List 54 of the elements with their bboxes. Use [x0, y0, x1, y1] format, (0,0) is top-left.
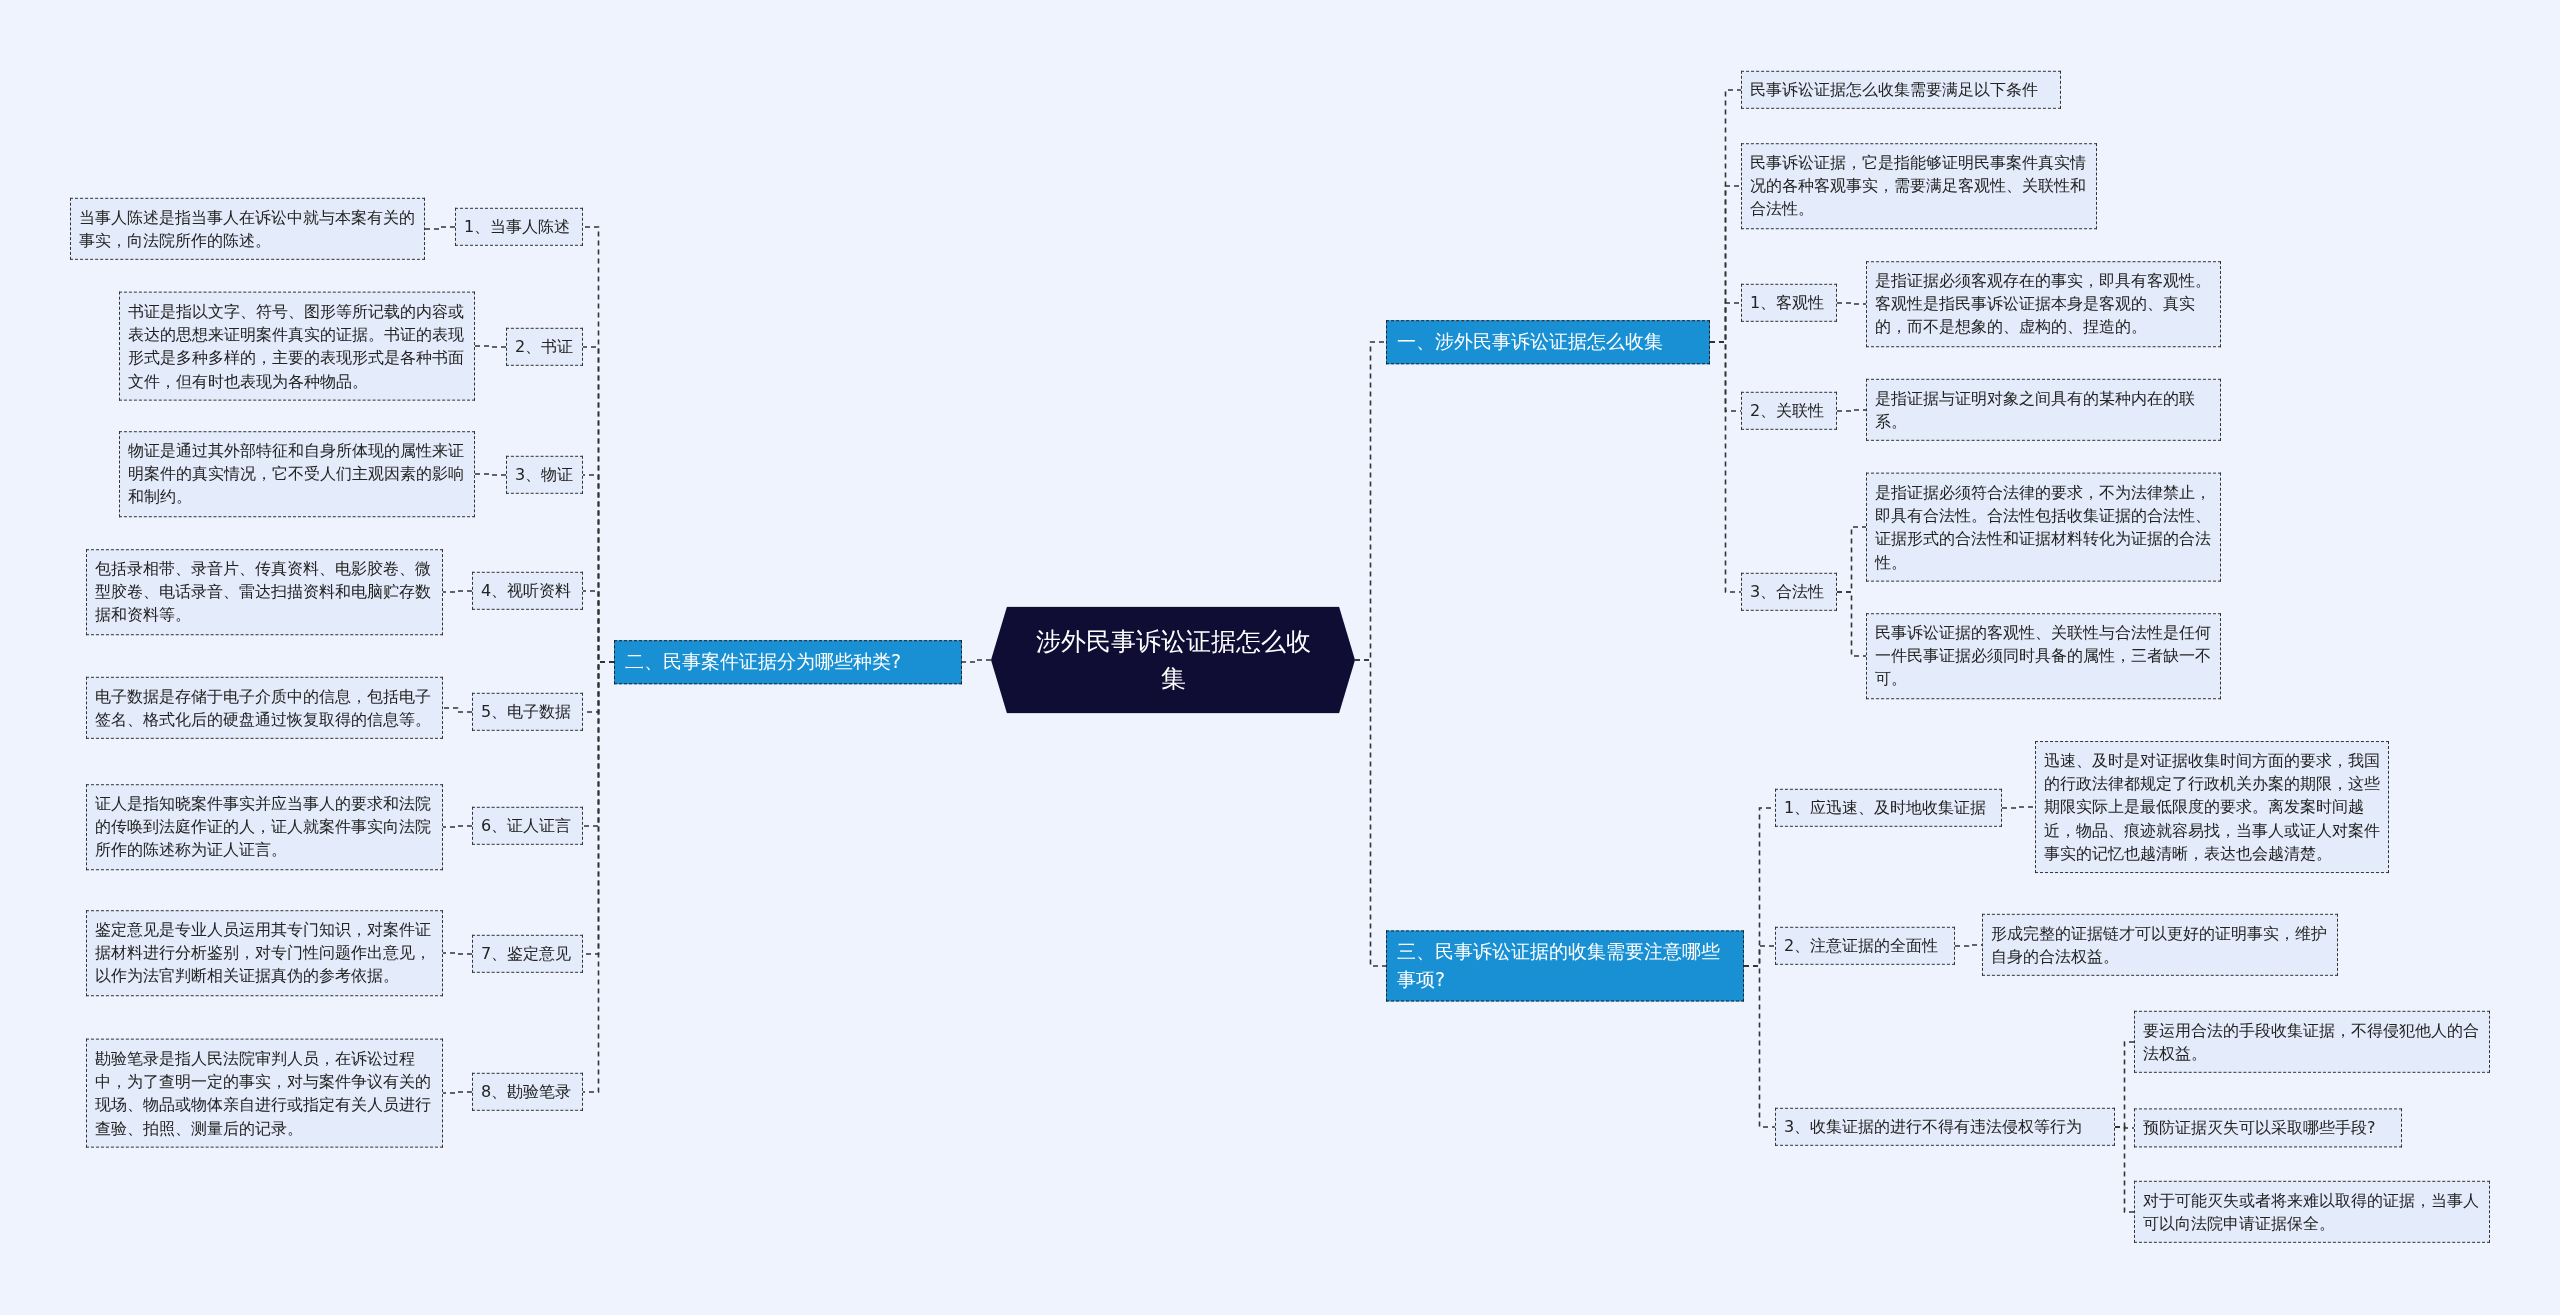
connector-line	[2114, 1126, 2135, 1213]
note-box: 包括录相带、录音片、传真资料、电影胶卷、微型胶卷、电话录音、雷达扫描资料和电脑贮存数据和资料等。	[86, 549, 443, 635]
connector-line	[474, 473, 507, 476]
note-box: 对于可能灭失或者将来难以取得的证据，当事人可以向法院申请证据保全。	[2134, 1180, 2490, 1244]
connector-line	[1836, 591, 1867, 657]
connector-line	[1743, 965, 1776, 1128]
subtopic-box: 民事诉讼证据怎么收集需要满足以下条件	[1741, 70, 2061, 110]
note-box: 是指证据必须符合法律的要求，不为法律禁止，即具有合法性。合法性包括收集证据的合法性、证据形式的合法性和证据材料转化为证据的合法性。	[1866, 472, 2221, 582]
subtopic-box: 2、关联性	[1741, 391, 1837, 431]
connector-line	[442, 707, 473, 713]
note-box: 鉴定意见是专业人员运用其专门知识，对案件证据材料进行分析鉴别，对专门性问题作出意见，以作为法官判断相关证据真伪的参考依据。	[86, 910, 443, 996]
note-box: 证人是指知晓案件事实并应当事人的要求和法院的传唤到法庭作证的人，证人就案件事实向法院所作的陈述称为证人证言。	[86, 784, 443, 870]
subtopic-box: 8、勘验笔录	[472, 1072, 583, 1112]
connector-line	[474, 345, 507, 348]
note-box: 物证是通过其外部特征和自身所体现的属性来证明案件的真实情况，它不受人们主观因素的影响和制约。	[119, 431, 475, 517]
connector-line	[1836, 302, 1867, 305]
note-box: 当事人陈述是指当事人在诉讼中就与本案有关的事实，向法院所作的陈述。	[70, 197, 425, 261]
note-box: 民事诉讼证据，它是指能够证明民事案件真实情况的各种客观事实，需要满足客观性、关联性和合法性。	[1741, 143, 2097, 229]
connector-line	[961, 659, 992, 663]
subtopic-box: 3、收集证据的进行不得有违法侵权等行为	[1775, 1107, 2115, 1147]
connector-line	[1354, 659, 1387, 967]
connector-line	[2001, 806, 2036, 809]
subtopic-box: 5、电子数据	[472, 692, 583, 732]
subtopic-box: 2、注意证据的全面性	[1775, 926, 1955, 966]
note-box: 民事诉讼证据的客观性、关联性与合法性是任何一件民事证据必须同时具备的属性，三者缺一不可。	[1866, 613, 2221, 699]
note-box: 是指证据与证明对象之间具有的某种内在的联系。	[1866, 378, 2221, 442]
note-box: 书证是指以文字、符号、图形等所记载的内容或表达的思想来证明案件真实的证据。书证的表现形式是多种多样的，主要的表现形式是各种书面文件，但有时也表现为各种物品。	[119, 291, 475, 401]
connector-line	[442, 590, 473, 593]
note-box: 是指证据必须客观存在的事实，即具有客观性。客观性是指民事诉讼证据本身是客观的、真实的，而不是想象的、虚构的、捏造的。	[1866, 261, 2221, 347]
subtopic-box: 7、鉴定意见	[472, 934, 583, 974]
subtopic-box: 1、当事人陈述	[455, 207, 583, 247]
branch-topic: 三、民事诉讼证据的收集需要注意哪些事项?	[1386, 930, 1744, 1002]
subtopic-box: 3、物证	[506, 455, 583, 495]
branch-topic: 二、民事案件证据分为哪些种类?	[614, 640, 962, 684]
connector-line	[442, 1091, 473, 1094]
note-box: 形成完整的证据链才可以更好的证明事实，维护自身的合法权益。	[1982, 913, 2338, 977]
connector-line	[424, 226, 456, 230]
note-box: 勘验笔录是指人民法院审判人员，在诉讼过程中，为了查明一定的事实，对与案件争议有关的现场、物品或物体亲自进行或指定有关人员进行查验、拍照、测量后的记录。	[86, 1038, 443, 1148]
branch-topic: 一、涉外民事诉讼证据怎么收集	[1386, 320, 1710, 364]
note-box: 预防证据灭失可以采取哪些手段?	[2134, 1108, 2402, 1148]
subtopic-box: 3、合法性	[1741, 572, 1837, 612]
subtopic-box: 1、客观性	[1741, 283, 1837, 323]
subtopic-box: 1、应迅速、及时地收集证据	[1775, 788, 2002, 828]
connector-line	[442, 825, 473, 828]
connector-line	[1709, 341, 1742, 593]
note-box: 要运用合法的手段收集证据，不得侵犯他人的合法权益。	[2134, 1010, 2490, 1074]
note-box: 电子数据是存储于电子介质中的信息，包括电子签名、格式化后的硬盘通过恢复取得的信息等。	[86, 676, 443, 740]
subtopic-box: 4、视听资料	[472, 571, 583, 611]
central-topic: 涉外民事诉讼证据怎么收集	[991, 606, 1355, 714]
connector-line	[442, 952, 473, 955]
note-box: 迅速、及时是对证据收集时间方面的要求，我国的行政法律都规定了行政机关办案的期限，这些期限实际上是最低限度的要求。离发案时间越近，物品、痕迹就容易找，当事人或证人对案件事实的记忆也越清晰，表达也会越清楚。	[2035, 741, 2389, 873]
subtopic-box: 6、证人证言	[472, 806, 583, 846]
subtopic-box: 2、书证	[506, 327, 583, 367]
connector-line	[1836, 409, 1867, 412]
